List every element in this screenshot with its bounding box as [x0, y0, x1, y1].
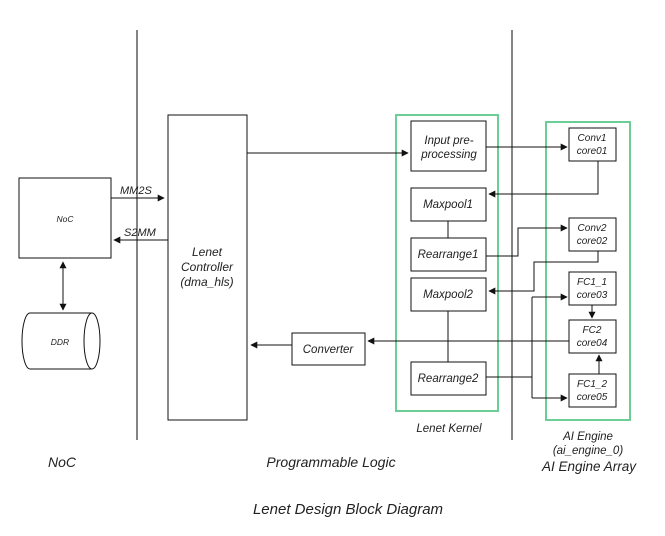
input-pre-label-2: processing [420, 149, 477, 161]
fc2-label-1: FC2 [583, 325, 602, 336]
converter-block [291, 332, 366, 366]
maxpool2-label: Maxpool2 [423, 289, 473, 301]
fc1-2-label-1: FC1_2 [577, 379, 607, 390]
converter-label: Converter [303, 344, 355, 356]
s2mm-label: S2MM [124, 227, 157, 239]
input-pre-label-1: Input pre- [424, 135, 473, 147]
maxpool2-block [410, 277, 487, 312]
programmable-logic-label: Programmable Logic [266, 454, 395, 470]
fc1-2-label-2: core05 [577, 392, 608, 403]
fc2-label-2: core04 [577, 338, 608, 349]
maxpool1-block [410, 187, 487, 222]
rearrange2-label: Rearrange2 [418, 373, 479, 385]
ddr-label: DDR [51, 337, 69, 347]
ai-engine-label-1: AI Engine [562, 431, 613, 443]
controller-label-2: Controller [181, 260, 234, 274]
noc-block [18, 177, 112, 259]
fc1-2-core05-block [568, 373, 617, 408]
ai-engine-array-label: AI Engine Array [541, 459, 637, 474]
conv1-label-2: core01 [577, 146, 608, 157]
mm2s-label: MM2S [120, 185, 152, 197]
lenet-kernel-label: Lenet Kernel [416, 423, 482, 435]
ddr-block [21, 312, 101, 370]
lenet-controller-block [167, 114, 248, 421]
noc-block-label: NoC [56, 214, 74, 224]
maxpool1-label: Maxpool1 [423, 199, 473, 211]
conv1-to-maxpool1-arrow [488, 161, 599, 198]
fc1-1-label-1: FC1_1 [577, 277, 607, 288]
fc1-1-label-2: core03 [577, 290, 608, 301]
ai-engine-group [545, 121, 631, 421]
ai-engine-label-2: (ai_engine_0) [553, 445, 624, 457]
conv2-label-1: Conv2 [578, 223, 607, 234]
noc-region-label: NoC [48, 454, 77, 470]
rearrange1-label: Rearrange1 [418, 249, 479, 261]
fc1-1-core03-block [568, 271, 617, 306]
conv2-label-2: core02 [577, 236, 608, 247]
rearrange1-to-conv2-arrow [486, 224, 568, 257]
conv2-core02-block [568, 217, 617, 252]
lenet-kernel-group [395, 114, 499, 412]
diagram-caption: Lenet Design Block Diagram [253, 501, 443, 518]
conv2-to-maxpool2-arrow [488, 251, 599, 295]
fc2-core04-block [568, 319, 617, 354]
conv1-core01-block [568, 127, 617, 162]
conv1-label-1: Conv1 [578, 133, 607, 144]
input-preprocessing-block [410, 120, 487, 172]
controller-label-1: Lenet [192, 245, 223, 259]
rearrange2-block [410, 361, 487, 396]
controller-label-3: (dma_hls) [180, 275, 233, 289]
